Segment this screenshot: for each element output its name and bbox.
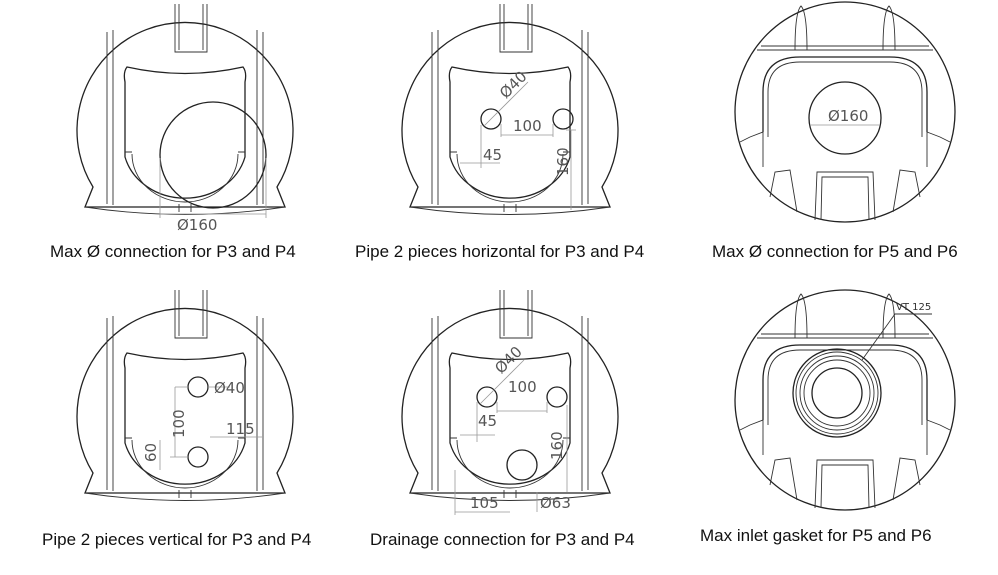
dim-height: 160 xyxy=(554,147,572,176)
dim-spacing: 100 xyxy=(508,378,537,396)
caption: Pipe 2 pieces vertical for P3 and P4 xyxy=(42,530,311,549)
caption: Max inlet gasket for P5 and P6 xyxy=(700,526,932,545)
dim-diameter: Ø40 xyxy=(491,343,526,378)
dim-spacing: 100 xyxy=(170,409,188,438)
dim-diameter: Ø40 xyxy=(214,379,245,397)
dim-diameter: Ø160 xyxy=(177,216,217,234)
panel-pipe-vertical-p3-p4: Ø40 100 115 60 Pipe 2 pieces vertical fo… xyxy=(42,289,311,549)
dim-height: 160 xyxy=(548,431,566,460)
panel-pipe-horizontal-p3-p4: Ø40 100 45 160 Pipe 2 pieces horizontal … xyxy=(355,3,644,261)
caption: Max Ø connection for P3 and P4 xyxy=(50,242,296,261)
dim-spacing: 100 xyxy=(513,117,542,135)
dim-bottom: 105 xyxy=(470,494,499,512)
caption: Pipe 2 pieces horizontal for P3 and P4 xyxy=(355,242,644,261)
gasket-label: VT 125 xyxy=(896,302,931,313)
caption: Max Ø connection for P5 and P6 xyxy=(712,242,958,261)
dim-side: 115 xyxy=(226,420,255,438)
dim-height: 60 xyxy=(142,443,160,462)
caption: Drainage connection for P3 and P4 xyxy=(370,530,635,549)
dim-side: 45 xyxy=(478,412,497,430)
panel-inlet-gasket-p5-p6: VT 125 Max inlet gasket for P5 and P6 xyxy=(700,289,956,545)
dim-drain: Ø63 xyxy=(540,494,571,512)
panel-max-connection-p5-p6: Ø160 Max Ø connection for P5 and P6 xyxy=(712,1,958,261)
dim-side: 45 xyxy=(483,146,502,164)
panel-drainage-p3-p4: Ø40 100 45 160 105 Ø63 Drainage connecti… xyxy=(370,289,635,549)
panel-max-connection-p3-p4: Ø160 Max Ø connection for P3 and P4 xyxy=(50,3,296,261)
dim-diameter: Ø160 xyxy=(828,107,868,125)
